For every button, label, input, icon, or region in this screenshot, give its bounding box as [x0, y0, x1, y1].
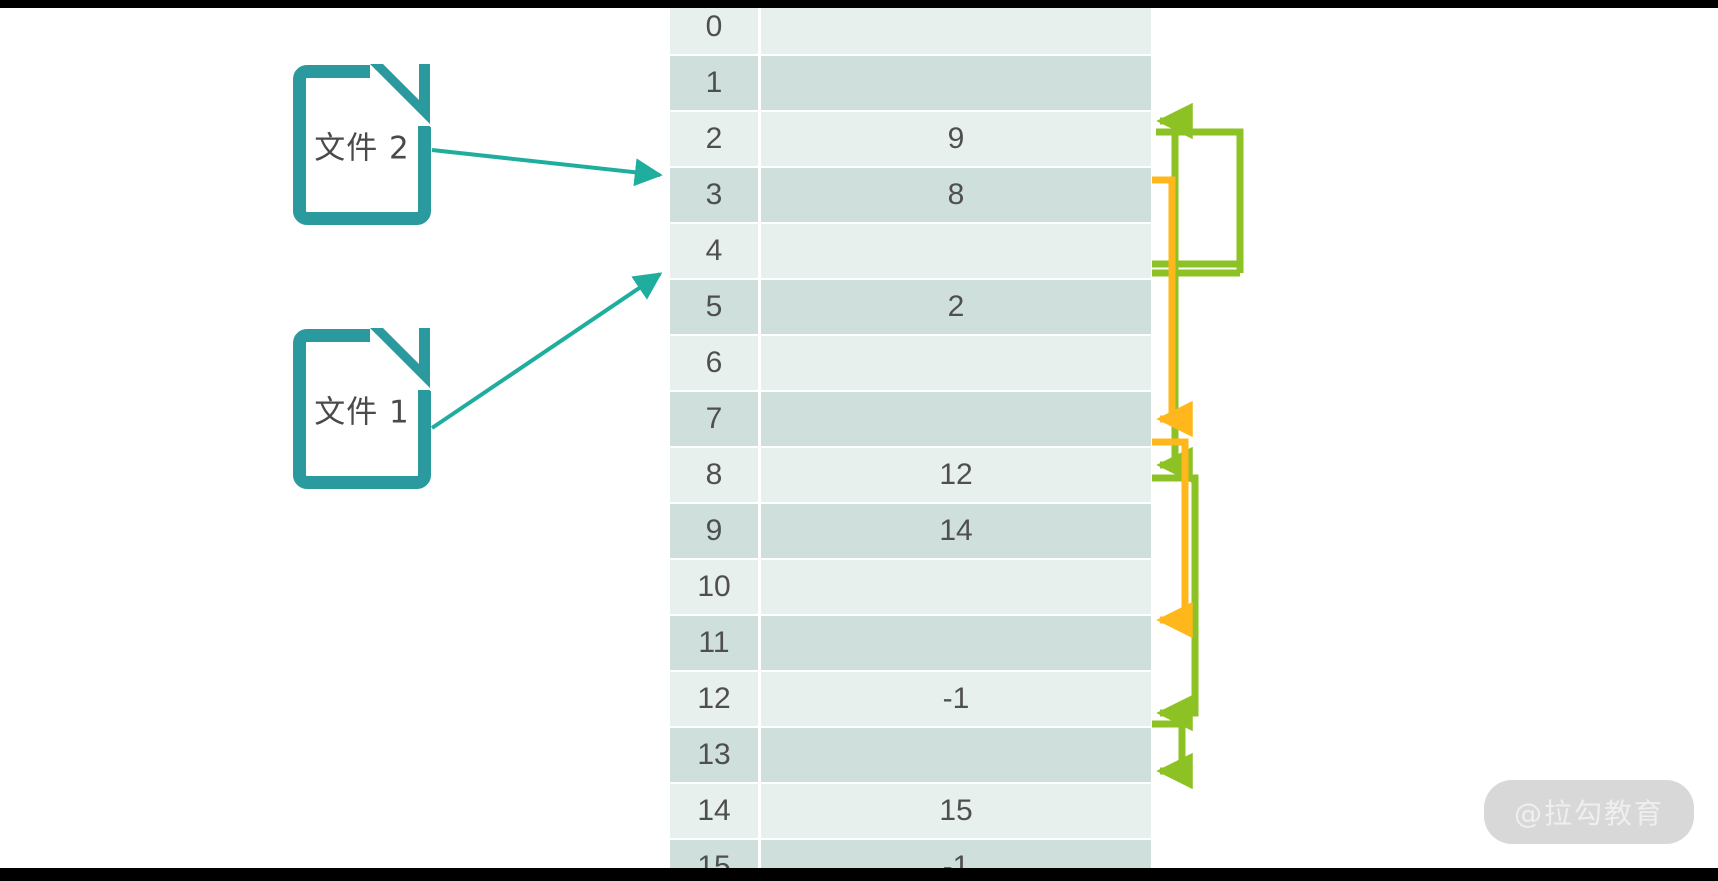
- row-value: 12: [761, 448, 1151, 502]
- table-row[interactable]: 11: [670, 616, 1151, 670]
- file-fold-cap: [430, 52, 444, 127]
- row-value: 2: [761, 280, 1151, 334]
- table-row[interactable]: 1: [670, 56, 1151, 110]
- table-row[interactable]: 6: [670, 336, 1151, 390]
- table-row[interactable]: 7: [670, 392, 1151, 446]
- table-row[interactable]: 9 14: [670, 504, 1151, 558]
- row-index: 4: [670, 224, 758, 278]
- row-index: 5: [670, 280, 758, 334]
- table-row[interactable]: 8 12: [670, 448, 1151, 502]
- table-row[interactable]: 15 -1: [670, 840, 1151, 868]
- row-index: 3: [670, 168, 758, 222]
- fat-allocation-table: 0 1 2 9 3 8 4 5 2: [670, 8, 1151, 868]
- row-index: 7: [670, 392, 758, 446]
- row-index: 11: [670, 616, 758, 670]
- row-value: -1: [761, 840, 1151, 868]
- watermark-badge: @拉勾教育: [1483, 780, 1694, 844]
- link-green-row2-to-row9: [1156, 121, 1193, 484]
- row-index: 15: [670, 840, 758, 868]
- row-index: 14: [670, 784, 758, 838]
- row-index: 8: [670, 448, 758, 502]
- row-index: 2: [670, 112, 758, 166]
- row-index: 13: [670, 728, 758, 782]
- arrow-file1-to-row5: [430, 272, 663, 430]
- watermark-text: @拉勾教育: [1513, 797, 1664, 830]
- table-row[interactable]: 5 2: [670, 280, 1151, 334]
- row-value: [761, 8, 1151, 54]
- row-index: 0: [670, 8, 758, 54]
- row-index: 1: [670, 56, 758, 110]
- file-fold-cap: [430, 316, 444, 391]
- row-value: [761, 392, 1151, 446]
- row-value: [761, 56, 1151, 110]
- link-orange-row3-to-row8: [1152, 176, 1193, 438]
- row-value: [761, 224, 1151, 278]
- row-value: -1: [761, 672, 1151, 726]
- file-fold-corner-icon: [370, 315, 432, 390]
- table-row[interactable]: 12 -1: [670, 672, 1151, 726]
- file-icon-file-1[interactable]: 文件 1: [293, 315, 444, 489]
- row-index: 9: [670, 504, 758, 558]
- table-row[interactable]: 2 9: [670, 112, 1151, 166]
- row-index: 10: [670, 560, 758, 614]
- file-fold-corner-icon: [370, 51, 432, 126]
- row-value: [761, 728, 1151, 782]
- link-green-row2-stub: [1152, 128, 1244, 268]
- table-row[interactable]: 4: [670, 224, 1151, 278]
- table-row[interactable]: 3 8: [670, 168, 1151, 222]
- row-value: [761, 616, 1151, 670]
- table-row[interactable]: 10: [670, 560, 1151, 614]
- file-label-file-1: 文件 1: [314, 394, 410, 431]
- table-row[interactable]: 14 15: [670, 784, 1151, 838]
- link-green-row9-to-row14: [1152, 474, 1199, 732]
- row-value: [761, 560, 1151, 614]
- arrow-file2-to-row3: [431, 148, 663, 187]
- row-value: [761, 336, 1151, 390]
- row-index: 6: [670, 336, 758, 390]
- file-icon-file-2[interactable]: 文件 2: [293, 51, 444, 225]
- link-orange-row8-to-row12: [1152, 438, 1193, 639]
- row-value: 8: [761, 168, 1151, 222]
- link-green-row14-to-row15: [1152, 720, 1193, 790]
- table-row[interactable]: 0: [670, 8, 1151, 54]
- file-label-file-2: 文件 2: [314, 130, 410, 167]
- table-row[interactable]: 13: [670, 728, 1151, 782]
- diagram-canvas: 文件 2 文件 1 0 1 2 9 3 8: [0, 8, 1718, 868]
- link-green-row5-to-row2: [1152, 102, 1193, 277]
- row-value: 9: [761, 112, 1151, 166]
- row-value: 14: [761, 504, 1151, 558]
- row-index: 12: [670, 672, 758, 726]
- row-value: 15: [761, 784, 1151, 838]
